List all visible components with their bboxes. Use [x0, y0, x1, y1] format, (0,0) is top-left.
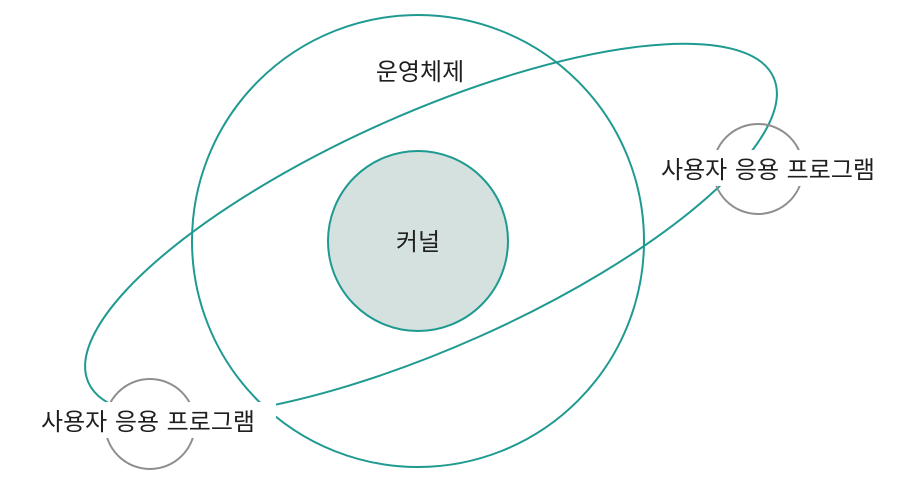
os-circle: [191, 14, 645, 468]
app-label-left-bg: [14, 402, 276, 438]
os-label: 운영체제: [376, 58, 464, 86]
app-label-right: 사용자 응용 프로그램: [661, 156, 875, 184]
app-label-left: 사용자 응용 프로그램: [41, 408, 255, 436]
kernel-label: 커널: [396, 228, 440, 256]
kernel-circle: [327, 150, 509, 332]
orbit-ellipse: [84, 42, 778, 418]
app-label-right-bg: [646, 150, 892, 186]
